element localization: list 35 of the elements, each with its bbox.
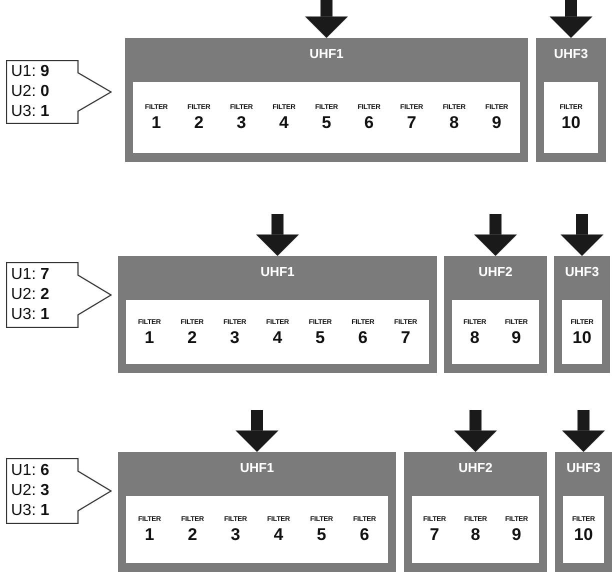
group-title: UHF2 [458, 460, 494, 476]
filter-panel [452, 300, 539, 364]
group-title: UHF1 [308, 46, 344, 62]
arrow [474, 214, 518, 256]
arrow [562, 410, 606, 452]
arrow [560, 214, 604, 256]
count-callout: U1: 6 U2: 3 U3: 1 [6, 458, 112, 524]
filter-panel [544, 82, 598, 153]
group-panel [125, 38, 528, 162]
filter-panel [126, 300, 429, 364]
group-title: UHF3 [564, 264, 600, 280]
count-callout: U1: 9 U2: 0 U3: 1 [6, 60, 112, 124]
arrow [235, 410, 279, 452]
filter-panel [412, 496, 539, 563]
group-title: UHF3 [553, 46, 589, 62]
filter-panel [563, 496, 604, 563]
group-title: UHF1 [260, 264, 296, 280]
arrow [454, 410, 498, 452]
group-panel [444, 256, 547, 373]
group-panel [118, 452, 396, 572]
filter-panel [562, 300, 602, 364]
group-panel [555, 452, 612, 572]
arrow [256, 214, 300, 256]
group-panel [118, 256, 437, 373]
filter-panel [126, 496, 388, 563]
filter-panel [133, 82, 520, 153]
arrow [304, 0, 348, 38]
group-panel [404, 452, 547, 572]
group-title: UHF2 [478, 264, 514, 280]
arrow [549, 0, 593, 38]
group-title: UHF3 [566, 460, 602, 476]
group-title: UHF1 [239, 460, 275, 476]
group-panel [554, 256, 610, 373]
count-callout: U1: 7 U2: 2 U3: 1 [6, 262, 112, 328]
group-panel [536, 38, 606, 162]
